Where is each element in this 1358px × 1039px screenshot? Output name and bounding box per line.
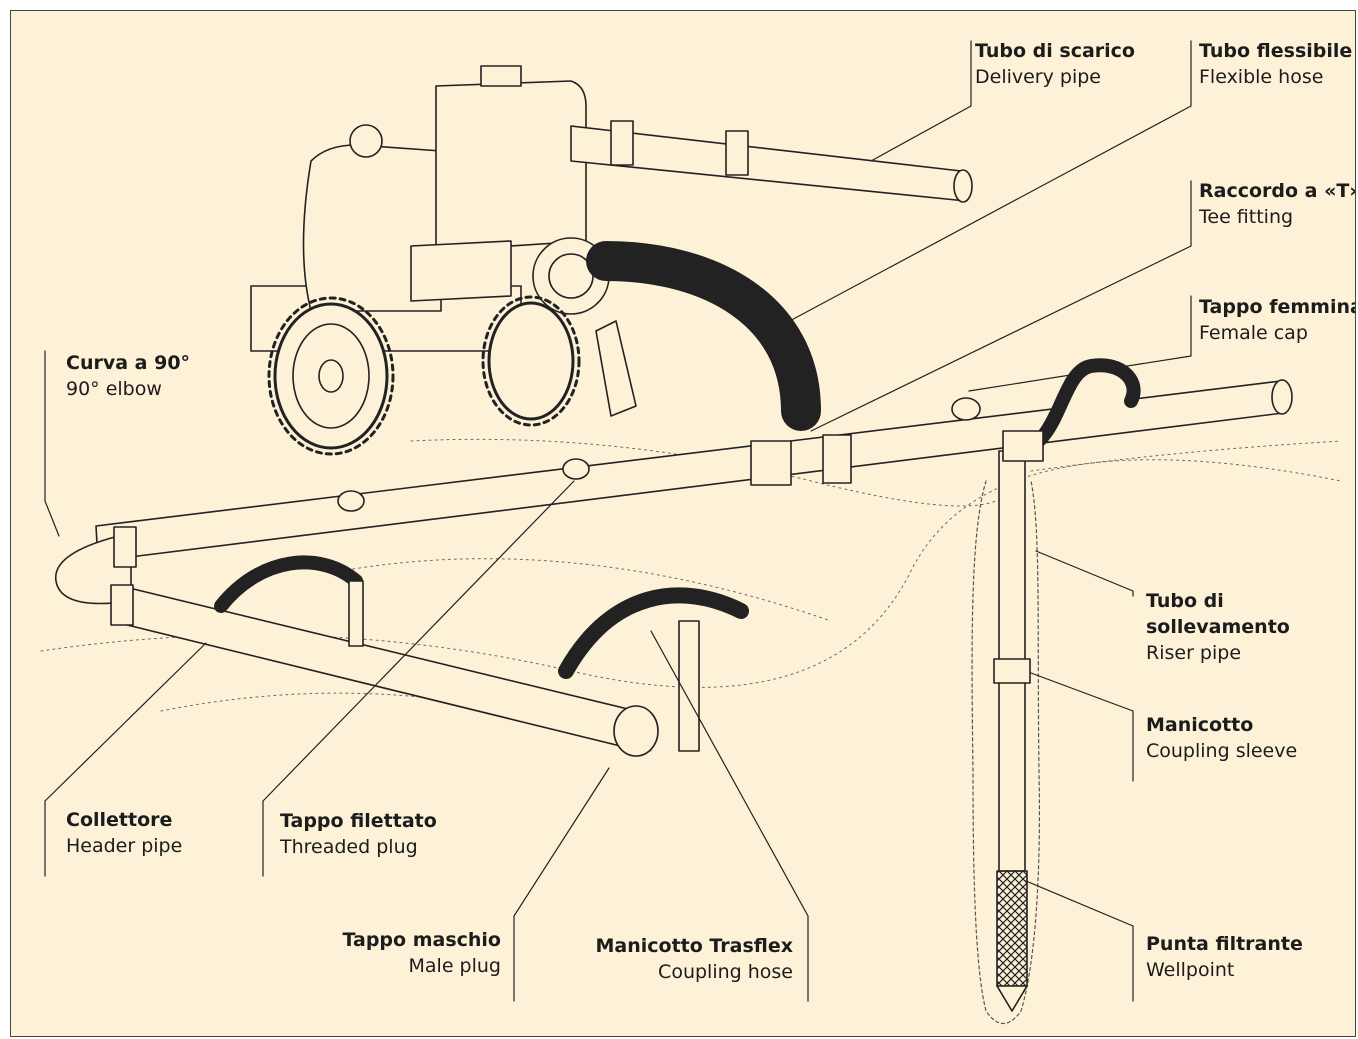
swing-connections: [214, 358, 1141, 752]
label-italian: Punta filtrante: [1146, 933, 1303, 955]
label-flexible-hose: Tubo flessibile Flexible hose: [1199, 38, 1352, 90]
riser-pipe-drawing: [993, 430, 1044, 1012]
label-wellpoint: Punta filtrante Wellpoint: [1146, 931, 1303, 983]
pump-unit: [250, 65, 637, 417]
label-italian: Manicotto: [1146, 714, 1254, 736]
wheel-left: [267, 296, 395, 456]
label-english: Delivery pipe: [975, 66, 1101, 88]
wheel-right: [481, 295, 581, 427]
label-coupling-sleeve: Manicotto Coupling sleeve: [1146, 712, 1297, 764]
label-header-pipe: Collettore Header pipe: [66, 807, 182, 859]
label-elbow: Curva a 90° 90° elbow: [66, 350, 190, 402]
label-threaded-plug: Tappo filettato Threaded plug: [280, 808, 437, 860]
label-male-plug: Tappo maschio Male plug: [311, 927, 502, 979]
wellpoint-system-illustration: [40, 40, 1342, 1025]
label-italian: Tubo di sollevamento: [1146, 590, 1290, 638]
label-english: 90° elbow: [66, 378, 162, 400]
label-italian: Curva a 90°: [66, 352, 191, 374]
diagram-frame: Tubo di scarico Delivery pipe Tubo fless…: [10, 10, 1356, 1037]
label-english: Header pipe: [66, 835, 183, 857]
header-line: [95, 379, 1293, 562]
label-italian: Raccordo a «T»: [1199, 180, 1356, 202]
label-female-cap: Tappo femmina Female cap: [1199, 294, 1356, 346]
well-bore: [971, 480, 1041, 1025]
label-tee-fitting: Raccordo a «T» Tee fitting: [1199, 178, 1356, 230]
label-english: Coupling hose: [658, 961, 793, 983]
label-italian: Tappo filettato: [280, 810, 437, 832]
label-english: Flexible hose: [1199, 66, 1324, 88]
label-delivery-pipe: Tubo di scarico Delivery pipe: [975, 38, 1135, 90]
label-english: Female cap: [1199, 322, 1308, 344]
label-italian: Collettore: [66, 809, 173, 831]
collector-pipe: [54, 526, 659, 757]
label-english: Threaded plug: [280, 836, 418, 858]
label-english: Riser pipe: [1146, 642, 1242, 664]
label-italian: Tappo maschio: [342, 929, 502, 951]
label-italian: Manicotto Trasflex: [595, 935, 793, 957]
delivery-pipe-drawing: [570, 120, 973, 203]
label-italian: Tubo di scarico: [975, 40, 1135, 62]
label-english: Coupling sleeve: [1146, 740, 1298, 762]
label-italian: Tubo flessibile: [1199, 40, 1353, 62]
label-english: Male plug: [408, 955, 502, 977]
label-italian: Tappo femmina: [1199, 296, 1356, 318]
label-english: Wellpoint: [1146, 959, 1235, 981]
leader-lines: [44, 40, 1192, 1002]
label-english: Tee fitting: [1199, 206, 1294, 228]
label-riser-pipe: Tubo di sollevamento Riser pipe: [1146, 588, 1296, 666]
label-coupling-hose: Manicotto Trasflex Coupling hose: [571, 933, 793, 985]
